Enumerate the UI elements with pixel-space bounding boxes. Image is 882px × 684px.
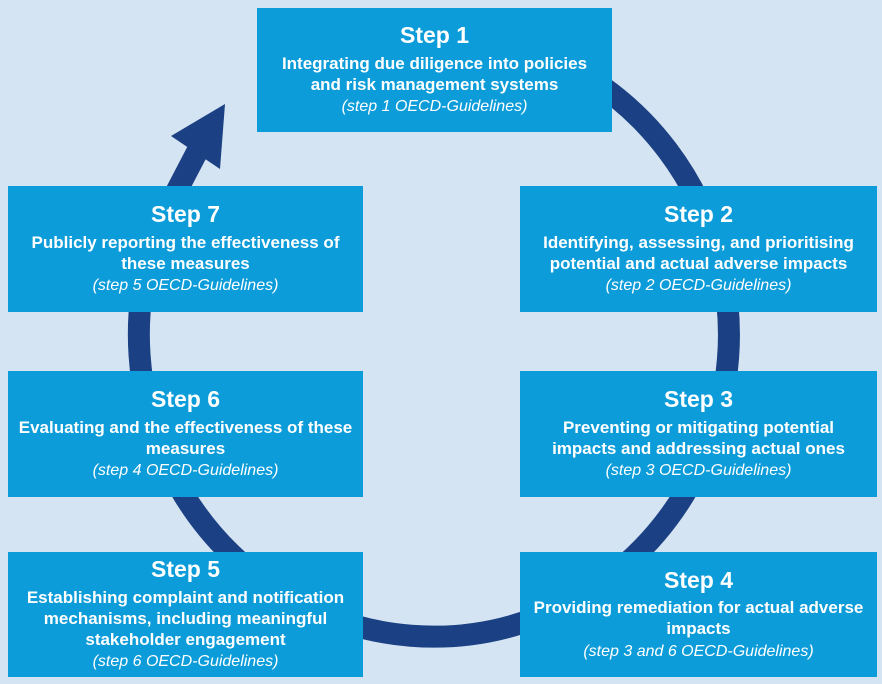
step-7-description: Publicly reporting the effectiveness of … [31,232,340,273]
step-4-title: Step 4 [663,566,734,593]
step-2-box: Step 2 Identifying, assessing, and prior… [520,186,877,312]
step-6-description: Evaluating and the effectiveness of thes… [18,417,353,458]
step-2-reference: (step 2 OECD-Guidelines) [605,277,792,295]
step-6-box: Step 6 Evaluating and the effectiveness … [8,371,363,497]
step-3-description: Preventing or mitigating potential impac… [552,417,845,458]
step-7-reference: (step 5 OECD-Guidelines) [92,277,279,295]
step-6-reference: (step 4 OECD-Guidelines) [92,462,279,480]
step-5-title: Step 5 [150,555,221,582]
step-7-box: Step 7 Publicly reporting the effectiven… [8,186,363,312]
step-1-box: Step 1 Integrating due diligence into po… [257,8,612,132]
cycle-arrow-icon [171,104,225,169]
step-1-reference: (step 1 OECD-Guidelines) [341,98,528,116]
step-5-box: Step 5 Establishing complaint and notifi… [8,552,363,677]
step-4-description: Providing remediation for actual adverse… [533,598,864,639]
step-1-title: Step 1 [399,22,470,49]
step-3-box: Step 3 Preventing or mitigating potentia… [520,371,877,497]
step-3-reference: (step 3 OECD-Guidelines) [605,462,792,480]
step-2-title: Step 2 [663,201,734,228]
step-3-title: Step 3 [663,386,734,413]
step-5-reference: (step 6 OECD-Guidelines) [92,653,279,671]
step-1-description: Integrating due diligence into policies … [281,53,588,94]
step-4-box: Step 4 Providing remediation for actual … [520,552,877,677]
step-5-description: Establishing complaint and notification … [26,587,345,650]
step-4-reference: (step 3 and 6 OECD-Guidelines) [583,642,814,660]
step-2-description: Identifying, assessing, and prioritising… [543,232,854,273]
step-7-title: Step 7 [150,201,221,228]
step-6-title: Step 6 [150,386,221,413]
